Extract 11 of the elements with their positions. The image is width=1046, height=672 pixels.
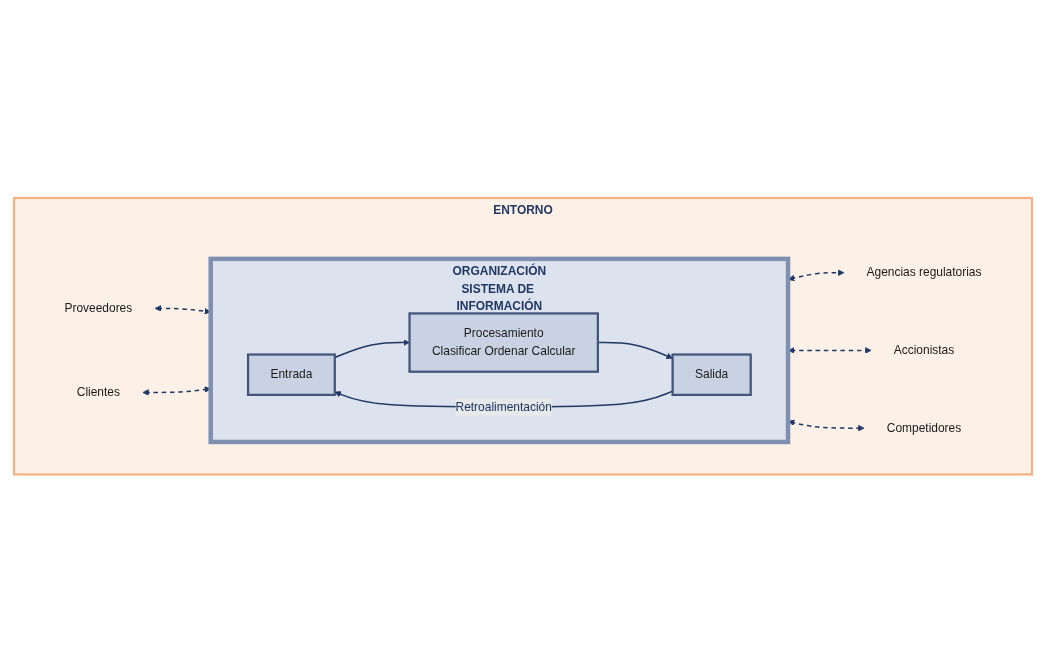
node-text: Accionistas xyxy=(893,343,955,357)
node-text: Agencias regulatorias xyxy=(866,265,982,279)
arrow xyxy=(597,341,673,359)
node-text: Competidores xyxy=(886,421,962,434)
edge-label: Retroalimentación xyxy=(455,399,552,413)
node-box: Salida xyxy=(671,353,752,396)
node-text: Proveedores xyxy=(64,301,133,315)
node-text: Clientes xyxy=(76,385,120,399)
node-box: Procesamiento Clasificar Ordenar Calcular xyxy=(408,312,599,373)
arrow xyxy=(334,339,410,358)
node-box: Entrada xyxy=(246,353,336,396)
